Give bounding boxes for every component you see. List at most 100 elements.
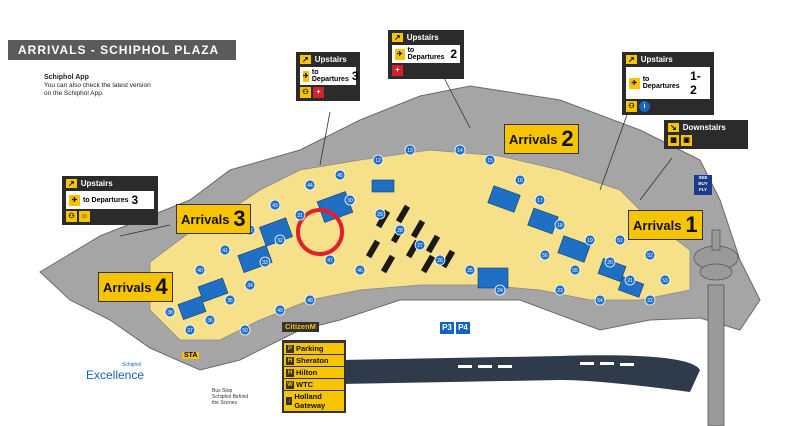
- map-number-label: 49: [277, 308, 283, 314]
- map-number-marker: [244, 279, 256, 291]
- map-number-label: 26: [437, 258, 443, 264]
- map-number-marker: [404, 144, 416, 156]
- map-number-label: 18: [557, 223, 563, 229]
- map-number-label: 28: [397, 228, 403, 234]
- map-number-marker: [659, 274, 671, 286]
- map-number-label: 24: [497, 288, 503, 294]
- map-number-label: 22: [647, 298, 653, 304]
- map-number-marker: [274, 304, 286, 316]
- escalator-down-icon: ↘: [668, 123, 679, 132]
- map-number-label: 51: [617, 238, 623, 244]
- road-markings: [458, 362, 634, 368]
- escalator-up-icon: ↗: [66, 179, 77, 188]
- map-number-label: 32: [277, 238, 283, 244]
- map-number-marker: [304, 294, 316, 306]
- map-number-label: 47: [327, 258, 333, 264]
- departures-icon: ✈: [395, 48, 405, 60]
- map-number-label: 21: [627, 278, 633, 284]
- map-number-marker: [224, 294, 236, 306]
- bus-stop-note: Bus Stop Schiphol Behind the Scenes: [212, 388, 249, 406]
- map-number-label: 40: [197, 268, 203, 274]
- map-number-label: 23: [557, 288, 563, 294]
- see-buy-fly-logo: SEE BUY FLY: [694, 175, 712, 195]
- escalator-up-icon: ↗: [300, 55, 311, 64]
- map-number-marker: [484, 154, 496, 166]
- map-number-marker: [554, 219, 566, 231]
- map-number-marker: [304, 179, 316, 191]
- map-number-label: 31: [297, 213, 303, 219]
- map-number-label: 41: [222, 248, 228, 254]
- map-number-marker: [184, 324, 196, 336]
- control-tower: [693, 229, 739, 426]
- map-number-marker: [514, 174, 526, 186]
- map-number-marker: [464, 264, 476, 276]
- bus-icon: ▩: [668, 135, 679, 146]
- map-number-marker: [454, 144, 466, 156]
- baby-care-icon: ☺: [79, 211, 90, 222]
- map-number-label: 43: [272, 203, 278, 209]
- app-note-title: Schiphol App: [44, 74, 89, 81]
- escalator-up-icon: ↗: [626, 55, 637, 64]
- map-number-label: 14: [457, 148, 463, 154]
- map-number-marker: [372, 154, 384, 166]
- map-number-marker: [539, 249, 551, 261]
- toilet-icon: ⚇: [300, 87, 311, 98]
- map-number-label: 45: [337, 173, 343, 179]
- map-number-label: 12: [375, 158, 381, 164]
- map-number-label: 44: [307, 183, 313, 189]
- map-number-marker: [534, 194, 546, 206]
- holland-gateway-row: ↓Holland Gateway: [284, 390, 344, 411]
- building-icon: W: [286, 380, 294, 389]
- parking-p4: P4: [456, 322, 470, 334]
- first-aid-icon: +: [313, 87, 324, 98]
- map-number-label: 36: [207, 318, 213, 324]
- map-number-label: 56: [542, 253, 548, 259]
- map-number-label: 16: [517, 178, 523, 184]
- roadway: [340, 355, 700, 392]
- map-number-marker: [324, 254, 336, 266]
- map-number-marker: [294, 209, 306, 221]
- map-number-marker: [194, 264, 206, 276]
- first-aid-icon: +: [392, 65, 403, 76]
- info-icon: i: [639, 101, 650, 112]
- map-number-label: 13: [407, 148, 413, 154]
- hotel-icon: H: [286, 368, 294, 377]
- map-number-label: 20: [607, 260, 613, 266]
- schiphol-excellence-logo: Excellence: [86, 368, 145, 382]
- map-number-label: 33: [262, 260, 268, 266]
- map-number-label: 35: [227, 298, 233, 304]
- map-number-label: 38: [167, 310, 173, 316]
- map-number-marker: [414, 239, 426, 251]
- escalator-up-icon: ↗: [392, 33, 403, 42]
- toilet-icon: ⚇: [626, 101, 637, 112]
- map-number-marker: [344, 194, 356, 206]
- page-title: ARRIVALS - SCHIPHOL PLAZA: [8, 40, 236, 60]
- departures-icon: ✈: [629, 77, 640, 89]
- map-number-marker: [274, 234, 286, 246]
- map-number-marker: [239, 324, 251, 336]
- app-note-line2: on the Schiphol App.: [44, 90, 104, 97]
- departures-icon: ✈: [303, 70, 309, 82]
- map-number-marker: [604, 256, 616, 268]
- map-number-label: 25: [467, 268, 473, 274]
- app-note: Schiphol App You can also check the late…: [44, 74, 151, 98]
- map-number-label: 37: [187, 328, 193, 334]
- departures-icon: ✈: [69, 194, 80, 206]
- map-number-label: 27: [417, 243, 423, 249]
- map-number-marker: [374, 208, 386, 220]
- map-number-label: 19: [587, 238, 593, 244]
- map-number-label: 50: [242, 328, 248, 334]
- hotel-icon: H: [286, 356, 294, 365]
